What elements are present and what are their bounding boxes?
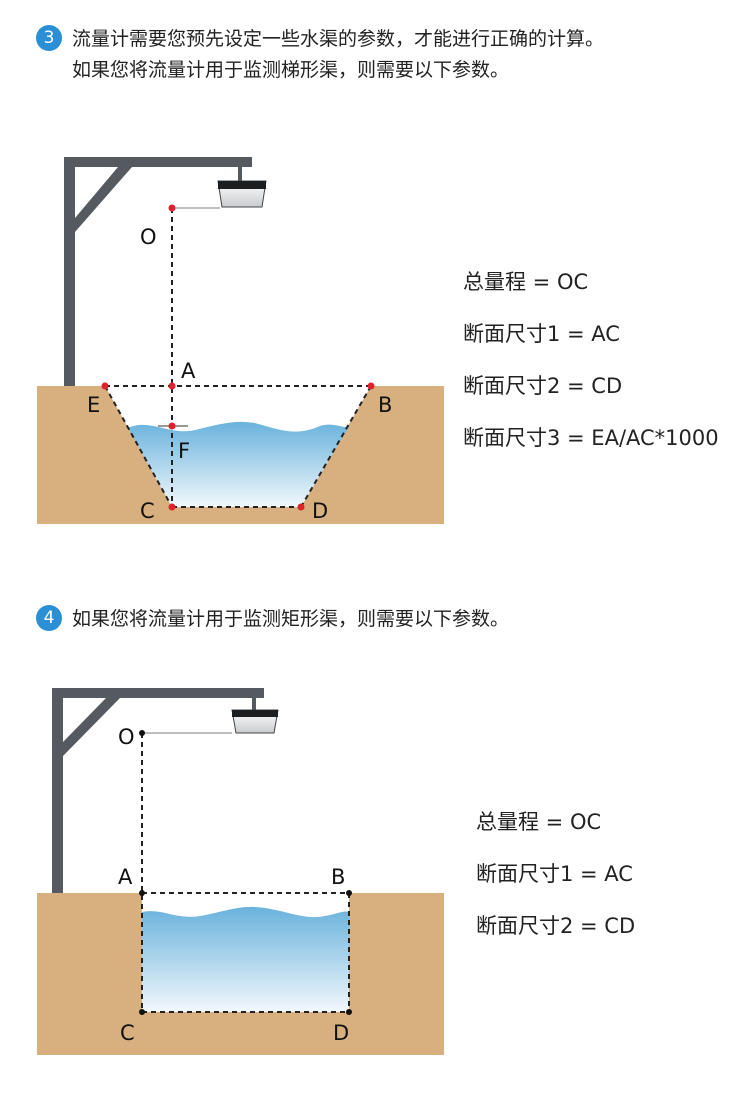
marker-F bbox=[168, 422, 176, 430]
flowmeter-sensor-icon bbox=[231, 698, 279, 734]
step-number-badge: 4 bbox=[36, 605, 62, 631]
point-label-D: D bbox=[312, 499, 328, 523]
point-label-O: O bbox=[140, 225, 157, 249]
point-label-B: B bbox=[378, 393, 392, 417]
marker-D bbox=[346, 1009, 352, 1015]
trapezoid-formula-size-2: 断面尺寸2 = CD bbox=[463, 374, 623, 398]
point-label-A: A bbox=[118, 865, 133, 889]
flowmeter-sensor-icon bbox=[217, 167, 267, 208]
marker-C bbox=[139, 1009, 145, 1015]
step-3-text-line-2: 如果您将流量计用于监测梯形渠，则需要以下参数。 bbox=[72, 59, 510, 82]
rectangle-channel-diagram: O A B C D bbox=[37, 688, 444, 1055]
step-3-text-line-1: 流量计需要您预先设定一些水渠的参数，才能进行正确的计算。 bbox=[72, 28, 605, 50]
marker-O bbox=[139, 730, 145, 736]
water-body bbox=[142, 906, 349, 1012]
mounting-pole bbox=[52, 688, 264, 893]
point-label-C: C bbox=[120, 1021, 135, 1045]
point-label-O: O bbox=[118, 725, 135, 749]
soil-ground bbox=[37, 386, 444, 524]
point-label-B: B bbox=[331, 865, 345, 889]
rectangle-formula-size-1: 断面尺寸1 = AC bbox=[476, 862, 633, 886]
step-3-line-1: 3 流量计需要您预先设定一些水渠的参数，才能进行正确的计算。 bbox=[36, 24, 604, 55]
water-body bbox=[128, 421, 349, 507]
marker-A bbox=[168, 382, 176, 390]
measurement-lines bbox=[141, 733, 350, 1013]
marker-B bbox=[346, 890, 352, 896]
mounting-pole bbox=[64, 157, 252, 386]
point-markers bbox=[101, 204, 375, 511]
marker-D bbox=[297, 503, 305, 511]
step-3-instructions: 3 流量计需要您预先设定一些水渠的参数，才能进行正确的计算。 如果您将流量计用于监… bbox=[36, 24, 604, 87]
point-label-E: E bbox=[87, 393, 100, 417]
trapezoid-formula-size-1: 断面尺寸1 = AC bbox=[463, 322, 620, 346]
point-label-D: D bbox=[333, 1021, 349, 1045]
step-4-instructions: 4 如果您将流量计用于监测矩形渠，则需要以下参数。 bbox=[36, 604, 509, 635]
trapezoid-formula-size-3: 断面尺寸3 = EA/AC*1000 bbox=[463, 426, 719, 450]
trapezoid-formula-range: 总量程 = OC bbox=[463, 270, 589, 294]
measurement-lines bbox=[104, 208, 372, 508]
marker-A bbox=[139, 890, 145, 896]
marker-O bbox=[168, 204, 176, 212]
rectangle-formula-size-2: 断面尺寸2 = CD bbox=[476, 914, 636, 938]
point-label-A: A bbox=[181, 359, 196, 383]
rectangle-formula-range: 总量程 = OC bbox=[476, 810, 602, 834]
soil-ground bbox=[37, 893, 444, 1055]
marker-B bbox=[367, 382, 375, 390]
point-label-F: F bbox=[178, 439, 190, 463]
point-markers bbox=[139, 730, 352, 1015]
marker-E bbox=[101, 382, 109, 390]
marker-C bbox=[168, 503, 176, 511]
step-4-text: 如果您将流量计用于监测矩形渠，则需要以下参数。 bbox=[72, 608, 510, 630]
point-label-C: C bbox=[140, 499, 155, 523]
trapezoid-channel-diagram: O A E B F C D bbox=[37, 157, 444, 524]
step-number-badge: 3 bbox=[36, 25, 62, 51]
